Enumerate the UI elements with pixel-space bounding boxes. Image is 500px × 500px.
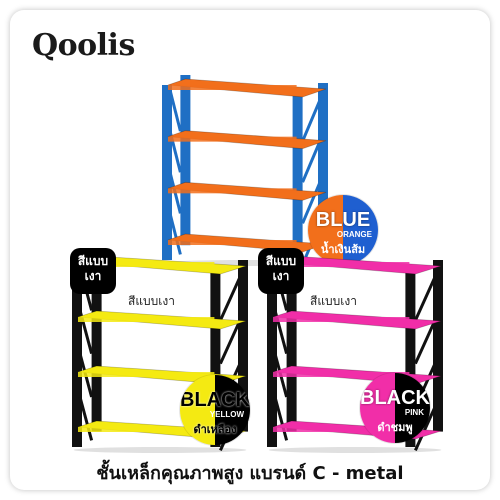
shelf-brace bbox=[414, 276, 437, 321]
color-badge-blue-orange: BLUE ORANGE น้ำเงินส้ม bbox=[308, 195, 378, 265]
color-badge-black-yellow: BLACK YELLOW ดำเหลือง bbox=[180, 375, 250, 445]
shelf-brace bbox=[301, 99, 322, 142]
badge-color-name: BLUE bbox=[315, 209, 371, 231]
shelf-board-edge bbox=[273, 427, 410, 432]
shelf-post bbox=[292, 93, 303, 260]
shelf-brace bbox=[273, 396, 289, 441]
shelf-board-edge bbox=[168, 240, 297, 245]
shelf-post bbox=[286, 252, 297, 432]
shelf-shadow bbox=[73, 447, 247, 453]
shelf-board-edge bbox=[273, 317, 410, 322]
badge-right-color bbox=[215, 375, 250, 445]
color-badge-black-pink: BLACK PINK ดำชมพู bbox=[360, 373, 430, 443]
badge-left-color bbox=[360, 373, 395, 443]
shelf-board-edge bbox=[168, 188, 297, 194]
shelf-board-edge bbox=[78, 427, 215, 432]
shelf-post bbox=[405, 270, 416, 447]
shelf-post bbox=[180, 75, 191, 246]
finish-label-yellow: สีแบบเงา bbox=[128, 294, 175, 308]
brand-logo: Qoolis bbox=[32, 28, 135, 63]
shelf-board-edge bbox=[273, 262, 410, 267]
shelf-board-edge bbox=[78, 317, 215, 322]
footer-caption: ชั้นเหล็กคุณภาพสูง แบรนด์ C - metal bbox=[96, 463, 404, 484]
badge-secondary-color: YELLOW bbox=[209, 410, 244, 419]
badge-secondary-color: PINK bbox=[404, 408, 424, 417]
finish-tag-pink: สีแบบ เงา bbox=[258, 248, 304, 294]
shelf-brace bbox=[219, 276, 242, 321]
shelf-image-blue-orange bbox=[162, 75, 328, 266]
shelf-post bbox=[162, 85, 172, 260]
badge-color-name: BLACK bbox=[180, 389, 250, 411]
shelf-post bbox=[267, 262, 277, 447]
badge-left-color bbox=[308, 195, 343, 265]
shelf-post bbox=[433, 260, 443, 432]
shelf-board-edge bbox=[78, 372, 215, 377]
badge-thai-name: ดำเหลือง bbox=[193, 423, 237, 436]
badge-thai-name: ดำชมพู bbox=[377, 421, 413, 434]
badge-right-color bbox=[395, 373, 430, 443]
badge-left-color bbox=[180, 375, 215, 445]
shelf-board-edge bbox=[168, 136, 297, 142]
shelf-board-edge bbox=[168, 85, 297, 90]
finish-tag-yellow: สีแบบ เงา bbox=[70, 248, 116, 294]
shelf-shadow bbox=[268, 447, 442, 453]
shelf-brace bbox=[168, 89, 182, 132]
shelf-post bbox=[91, 252, 102, 432]
badge-secondary-color: ORANGE bbox=[336, 230, 372, 239]
shelf-brace bbox=[301, 140, 322, 183]
shelf-image-black-yellow bbox=[72, 252, 248, 453]
finish-label-pink: สีแบบเงา bbox=[310, 294, 357, 308]
shelf-brace bbox=[78, 396, 94, 441]
shelf-board-edge bbox=[78, 262, 215, 267]
shelf-board-edge bbox=[273, 372, 410, 377]
product-card: Qoolis BLUE ORANGE น้ำเงินส้ม สีแบบ เงา … bbox=[10, 10, 490, 490]
shelf-post bbox=[318, 83, 328, 246]
shelf-post bbox=[210, 270, 221, 447]
shelf-brace bbox=[219, 319, 242, 365]
badge-thai-name: น้ำเงินส้ม bbox=[320, 243, 366, 256]
shelf-brace bbox=[168, 212, 182, 255]
badge-color-name: BLACK bbox=[360, 387, 430, 409]
shelf-post bbox=[72, 262, 82, 447]
shelf-post bbox=[238, 260, 248, 432]
badge-right-color bbox=[343, 195, 378, 265]
shelf-brace bbox=[414, 319, 437, 365]
